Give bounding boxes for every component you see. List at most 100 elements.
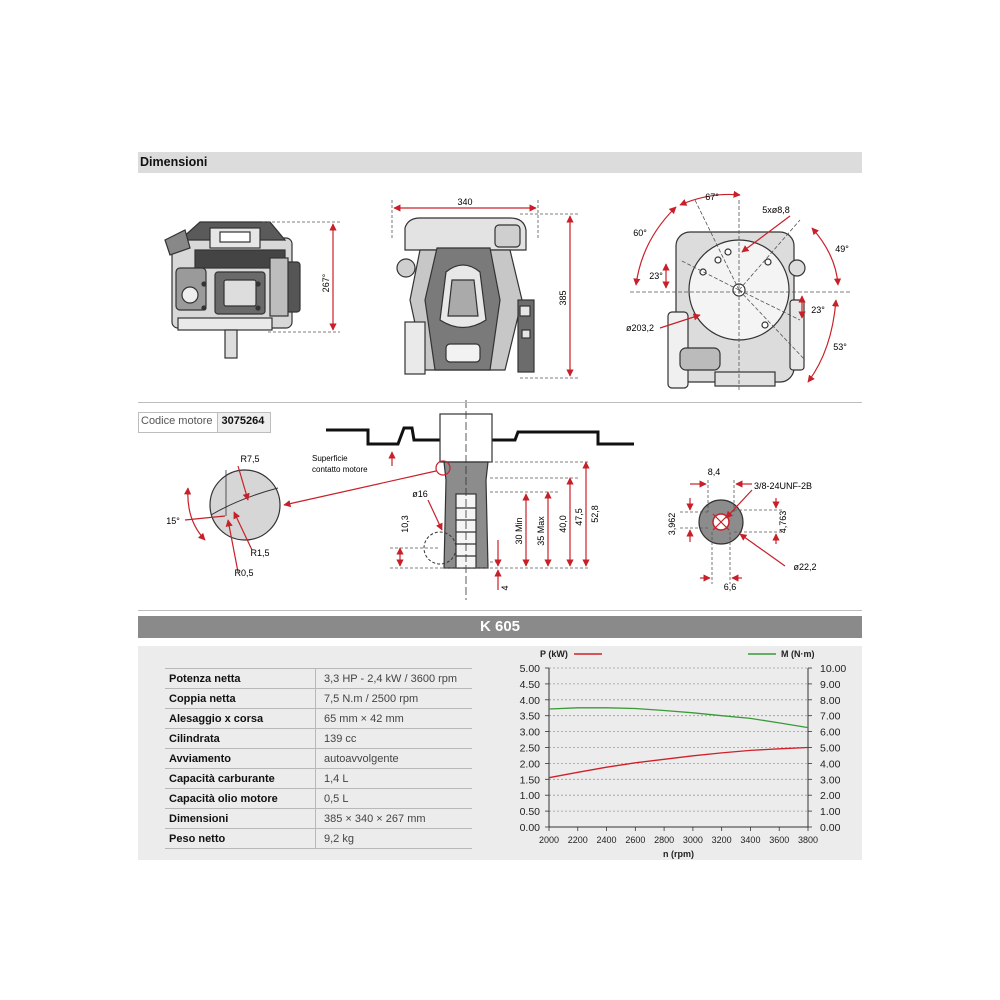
y-tick-label: 1.50 [520, 774, 541, 786]
x-tick-label: 3000 [683, 835, 703, 845]
angle-53: 53° [833, 342, 847, 352]
dim-40: 40,0 [558, 515, 568, 533]
y2-tick-label: 5.00 [820, 743, 841, 755]
y-tick-label: 2.50 [520, 743, 541, 755]
y-tick-label: 3.00 [520, 727, 541, 739]
x-tick-label: 2800 [654, 835, 674, 845]
dim-4: 4 [500, 585, 510, 590]
performance-chart: 0.00 0.00 0.50 1.00 1.00 2.00 1.50 3.00 2.00 4.00… [520, 649, 847, 859]
x-tick-label: 2400 [597, 835, 617, 845]
dim-340: 340 [457, 197, 472, 207]
x-tick-label: 2000 [539, 835, 559, 845]
section-title: Dimensioni [140, 155, 208, 169]
dim-3-962: 3,962 [667, 513, 677, 536]
engine-code-value: 3075264 [216, 413, 271, 432]
dim-47-5: 47,5 [574, 508, 584, 526]
spec-label: Capacità olio motore [165, 788, 316, 809]
spec-label: Cilindrata [165, 728, 316, 749]
spec-value: 65 mm × 42 mm [315, 708, 472, 729]
thread-spec: 3/8-24UNF-2B [754, 481, 812, 491]
radius-r7-5: R7,5 [240, 454, 259, 464]
legend-torque: M (N·m) [781, 649, 815, 659]
spec-label: Avviamento [165, 748, 316, 769]
spec-label: Peso netto [165, 828, 316, 849]
divider [138, 610, 862, 611]
engine-code-label: Codice motore [141, 415, 213, 427]
angle-60: 60° [633, 228, 647, 238]
y2-tick-label: 6.00 [820, 727, 841, 739]
dim-10-3: 10,3 [400, 515, 410, 533]
spec-value: 385 × 340 × 267 mm [315, 808, 472, 829]
angle-15: 15° [166, 516, 180, 526]
y-tick-label: 3.50 [520, 711, 541, 723]
dim-30-min: 30 Min [514, 517, 524, 544]
radius-r1-5: R1,5 [250, 548, 269, 558]
dim-8-4: 8,4 [708, 467, 721, 477]
model-name: K 605 [479, 618, 521, 635]
angle-23-right: 23° [811, 305, 825, 315]
flange-diameter: ø203,2 [626, 323, 654, 333]
series-power-line [548, 746, 809, 779]
y2-tick-label: 8.00 [820, 695, 841, 707]
dim-385: 385 [558, 290, 568, 305]
y2-tick-label: 7.00 [820, 711, 841, 723]
technical-drawings: 267° 340 385 [164, 190, 852, 600]
x-tick-label: 3600 [769, 835, 789, 845]
y-tick-label: 0.00 [520, 822, 541, 834]
spec-value: autoavvolgente [315, 748, 472, 769]
spec-label: Coppia netta [165, 688, 316, 709]
spec-value: 3,3 HP - 2,4 kW / 3600 rpm [315, 668, 472, 689]
radius-detail [209, 469, 281, 541]
y-tick-label: 4.50 [520, 679, 541, 691]
model-header: K 605 [138, 616, 862, 638]
y2-tick-label: 1.00 [820, 806, 841, 818]
legend-power: P (kW) [540, 649, 568, 659]
angle-23-left: 23° [649, 271, 663, 281]
mounting-surface [326, 426, 634, 446]
y-tick-label: 5.00 [520, 663, 541, 675]
x-tick-label: 2600 [625, 835, 645, 845]
x-tick-label: 3800 [798, 835, 818, 845]
y2-tick-label: 2.00 [820, 790, 841, 802]
x-tick-label: 3200 [712, 835, 732, 845]
series-torque-line [548, 707, 809, 729]
y-tick-label: 1.00 [520, 790, 541, 802]
x-tick-label: 3400 [740, 835, 760, 845]
radius-r0-5: R0,5 [234, 568, 253, 578]
y2-tick-label: 0.00 [820, 822, 841, 834]
engine-code-box: Codice motore 3075264 [138, 412, 272, 433]
section-header: Dimensioni [138, 152, 862, 173]
dim-d16: ø16 [412, 489, 428, 499]
y-tick-label: 0.50 [520, 806, 541, 818]
x-tick-label: 2200 [568, 835, 588, 845]
spec-value: 1,4 L [315, 768, 472, 789]
spec-label: Dimensioni [165, 808, 316, 829]
engine-side-view [164, 221, 301, 359]
spec-label: Potenza netta [165, 668, 316, 689]
spec-value: 7,5 N.m / 2500 rpm [315, 688, 472, 709]
angle-49: 49° [835, 244, 849, 254]
y2-tick-label: 9.00 [820, 679, 841, 691]
dim-52-8: 52,8 [590, 505, 600, 523]
spec-value: 0,5 L [315, 788, 472, 809]
surface-label-2: contatto motore [312, 465, 368, 474]
y-tick-label: 2.00 [520, 758, 541, 770]
spec-label: Capacità carburante [165, 768, 316, 789]
dim-d22-2: ø22,2 [793, 562, 816, 572]
y-tick-label: 4.00 [520, 695, 541, 707]
engine-top-view [667, 231, 806, 389]
bolt-pattern: 5xø8,8 [762, 205, 790, 215]
x-axis-label: n (rpm) [663, 849, 694, 859]
spec-label: Alesaggio x corsa [165, 708, 316, 729]
dim-35-max: 35 Max [536, 516, 546, 546]
dim-6-6: 6,6 [724, 582, 737, 592]
divider [138, 402, 862, 403]
